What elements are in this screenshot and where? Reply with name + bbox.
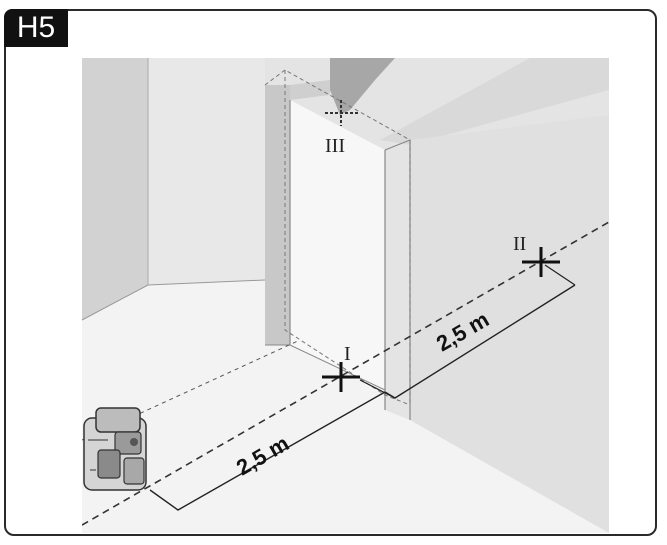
back-wall-left	[148, 58, 265, 285]
door-frame-top	[290, 80, 330, 100]
right-floor-shade	[410, 115, 609, 533]
laser-beam-cone	[330, 58, 395, 115]
mark-label-3: III	[325, 135, 345, 157]
laser-line-floor	[82, 221, 609, 526]
door-frame-left	[265, 85, 290, 345]
cross-mark-1	[322, 362, 360, 392]
figure-badge: H5	[4, 9, 68, 47]
door-opening	[290, 100, 385, 390]
left-wall	[82, 58, 148, 320]
cross-mark-3	[325, 100, 358, 126]
mark-label-1: I	[344, 343, 351, 365]
upper-wall	[380, 58, 609, 145]
cross-mark-2	[522, 247, 560, 277]
dimension-line-1	[149, 391, 386, 511]
room-scene	[82, 58, 609, 533]
figure-frame	[4, 9, 657, 536]
laser-level-device	[83, 407, 147, 491]
mark-label-2: II	[513, 233, 526, 255]
